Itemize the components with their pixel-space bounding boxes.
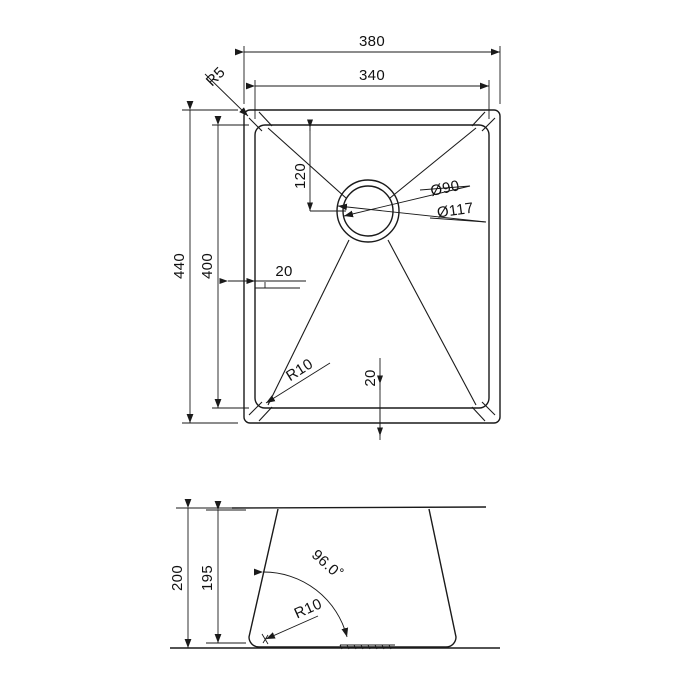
dim-195: 195	[199, 501, 222, 643]
section-drain-recess	[339, 644, 395, 650]
section-bowl-body	[248, 508, 457, 648]
sink-inner-bowl	[254, 124, 490, 409]
section-view: 200 195 96.0˚ R10	[169, 499, 500, 650]
plan-view: 380 340 440 400 120 20	[171, 33, 501, 440]
section-rim-line	[231, 506, 487, 509]
dim-angle-96: 96.0˚	[253, 546, 349, 638]
dim-195-label: 195	[199, 565, 216, 591]
dim-340: 340	[246, 67, 489, 90]
dim-dia117: Ø117	[337, 200, 487, 223]
dim-20-bottom: 20	[362, 358, 383, 436]
dim-120-label: 120	[292, 163, 309, 189]
dim-dia90: Ø90	[343, 177, 471, 218]
dim-440-label: 440	[171, 253, 188, 279]
dim-440: 440	[171, 101, 194, 423]
dim-380-label: 380	[359, 33, 385, 50]
dim-400: 400	[199, 116, 222, 408]
dim-R10-section-label: R10	[292, 595, 325, 622]
dim-R5-label: R5	[203, 64, 229, 90]
dim-R10-plan-label: R10	[283, 355, 316, 384]
dim-400-label: 400	[199, 253, 216, 279]
drain-hole	[336, 179, 400, 243]
dim-380: 380	[235, 33, 500, 56]
dim-dia117-label: Ø117	[436, 200, 475, 222]
dim-20-left: 20	[219, 263, 306, 284]
dim-20-bottom-label: 20	[362, 369, 379, 386]
corner-chamfers	[248, 111, 496, 422]
dim-120: 120	[292, 119, 346, 212]
dim-340-label: 340	[359, 67, 385, 84]
dim-R10-section: R10	[261, 595, 325, 645]
dim-200-label: 200	[169, 565, 186, 591]
dim-R5: R5	[203, 64, 249, 117]
dim-200: 200	[169, 499, 192, 648]
plan-extension-lines	[182, 46, 501, 440]
dim-angle-96-label: 96.0˚	[308, 546, 346, 583]
dim-dia90-label: Ø90	[429, 177, 461, 200]
dim-20-left-label: 20	[275, 263, 292, 280]
bowl-slope-lines	[267, 127, 477, 406]
dim-R10-plan: R10	[265, 355, 331, 404]
